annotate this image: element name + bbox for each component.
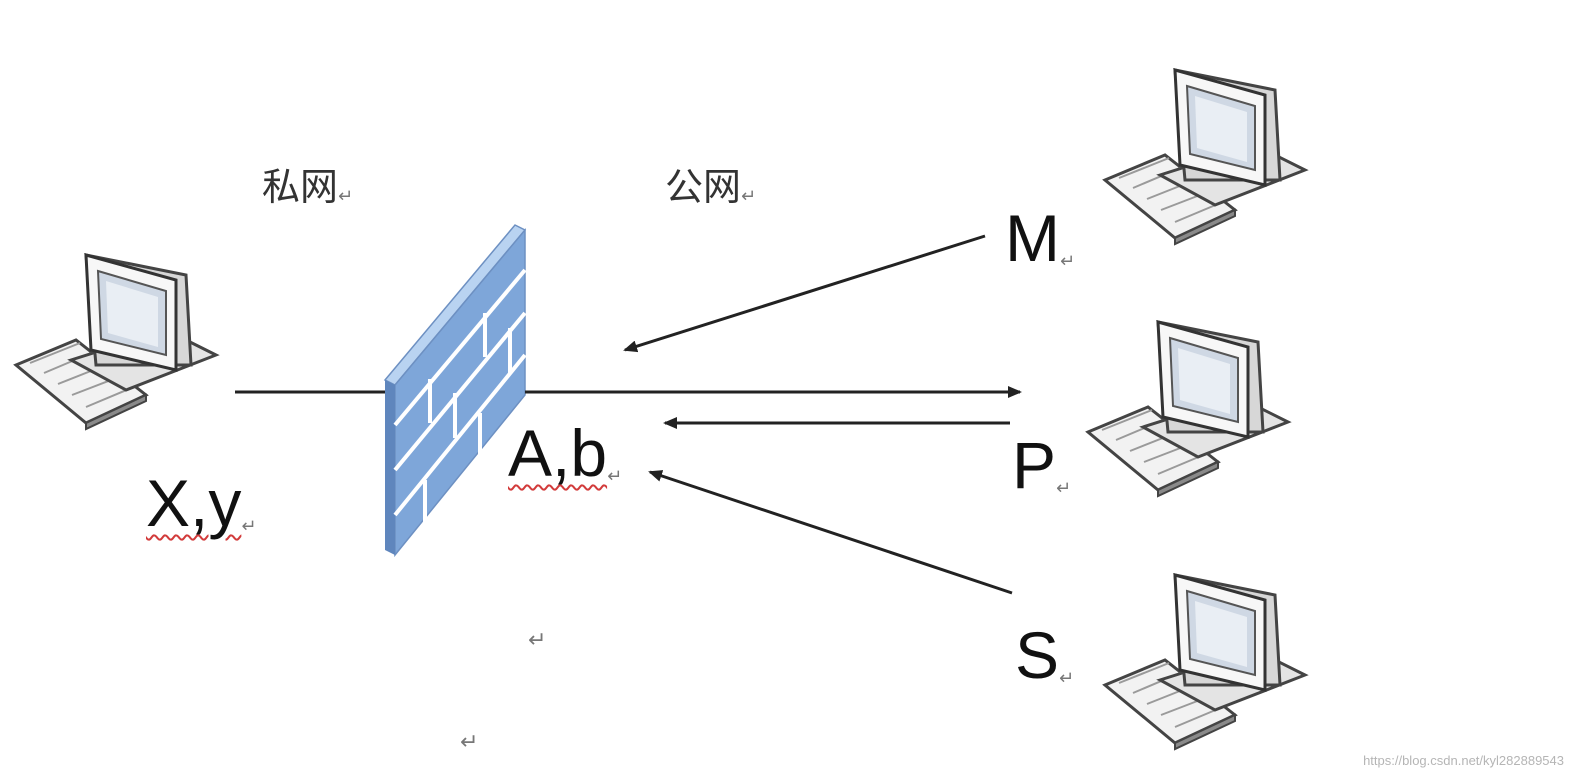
host-m-label: M↵ [1005, 205, 1075, 271]
watermark: https://blog.csdn.net/kyl282889543 [1363, 753, 1564, 768]
client-address-label: X,y↵ [146, 470, 256, 536]
host-m-text: M [1005, 201, 1060, 275]
nat-address-text: A,b [508, 416, 608, 490]
arrow-s-to-nat [648, 470, 1013, 595]
return-mark: ↵ [1056, 478, 1072, 499]
return-mark: ↵ [241, 516, 257, 537]
public-network-label: 公网↵ [665, 168, 756, 206]
private-network-label: 私网↵ [262, 168, 353, 206]
return-mark: ↵ [607, 466, 623, 487]
return-mark: ↵ [338, 186, 354, 207]
host-s-text: S [1015, 618, 1060, 692]
return-mark: ↵ [528, 628, 547, 653]
public-network-text: 公网 [665, 165, 742, 209]
computer-icon-m [1103, 68, 1307, 246]
nat-address-label: A,b↵ [508, 420, 622, 486]
private-network-text: 私网 [262, 165, 339, 209]
host-p-label: P↵ [1012, 432, 1071, 498]
return-mark: ↵ [460, 730, 479, 755]
computer-icon-s [1103, 573, 1307, 751]
host-s-label: S↵ [1015, 622, 1074, 688]
return-mark: ↵ [1059, 668, 1075, 689]
computer-icon-p [1086, 320, 1290, 498]
return-mark: ↵ [741, 186, 757, 207]
computer-icon-private [14, 253, 218, 431]
firewall-icon [383, 223, 527, 557]
return-mark: ↵ [1059, 251, 1076, 272]
host-p-text: P [1012, 428, 1057, 502]
client-address-text: X,y [146, 466, 242, 540]
arrow-m-to-nat [623, 234, 986, 353]
